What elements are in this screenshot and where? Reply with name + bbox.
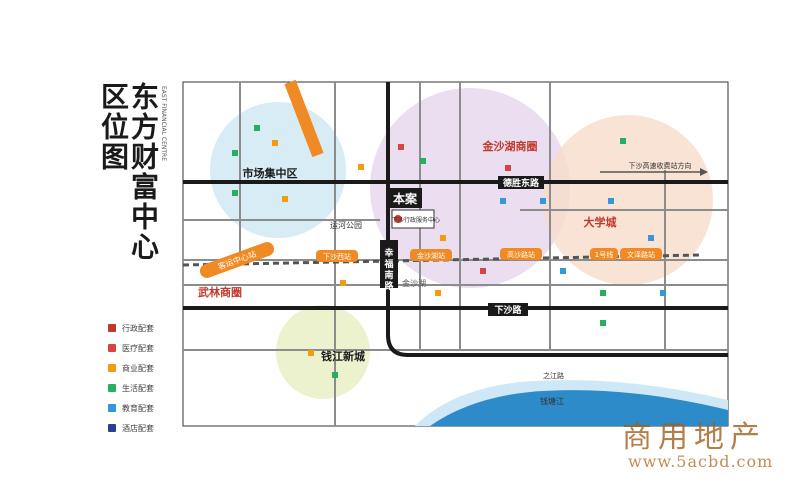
expressway-arrow bbox=[700, 168, 708, 176]
legend: 行政配套 医疗配套 商业配套 生活配套 教育配套 酒店配套 bbox=[108, 318, 154, 438]
legend-swatch bbox=[108, 344, 116, 352]
legend-label: 医疗配套 bbox=[122, 343, 154, 353]
station-line1: 1号线 bbox=[595, 250, 613, 259]
legend-item: 生活配套 bbox=[108, 378, 154, 398]
road-label-box-xinghe bbox=[380, 240, 398, 288]
project-pin-icon bbox=[394, 215, 402, 223]
station-gsl: 高沙路站 bbox=[507, 250, 535, 259]
poi-markers bbox=[232, 125, 666, 378]
legend-item: 酒店配套 bbox=[108, 418, 154, 438]
title-col-2: 东方财富中心 bbox=[127, 82, 160, 262]
district-jinsha: 金沙湖商圈 bbox=[482, 139, 538, 153]
road-xinghe-2: 福 bbox=[383, 258, 393, 270]
diagonal-road bbox=[284, 79, 324, 158]
project-label: 本案 bbox=[393, 191, 418, 206]
legend-label: 生活配套 bbox=[122, 383, 154, 393]
road-xiasha: 下沙路 bbox=[494, 304, 522, 316]
station-pill-xsx bbox=[316, 250, 358, 262]
title-english: EAST FINANCIAL CENTRE bbox=[160, 86, 167, 161]
legend-label: 教育配套 bbox=[122, 403, 154, 413]
road-zhijiang: 之江路 bbox=[543, 371, 564, 380]
major-roads bbox=[183, 82, 728, 357]
station-pill-wzl bbox=[620, 248, 662, 260]
title-col-1: 区位图 bbox=[97, 82, 130, 172]
road-expressway: 下沙高速收费站方向 bbox=[629, 161, 692, 170]
university-zone bbox=[543, 115, 713, 285]
road-xinghe-3: 南 bbox=[384, 269, 393, 281]
district-university: 大学城 bbox=[584, 215, 617, 229]
district-market: 市场集中区 bbox=[243, 166, 298, 180]
station-wzl: 文泽路站 bbox=[627, 250, 655, 259]
road-xinghe-4: 路 bbox=[384, 280, 394, 292]
legend-item: 行政配套 bbox=[108, 318, 154, 338]
legend-swatch bbox=[108, 324, 116, 332]
station-pill-kyzx bbox=[199, 242, 275, 278]
road-desheng: 德胜东路 bbox=[503, 177, 540, 189]
legend-label: 行政配套 bbox=[122, 323, 154, 333]
legend-swatch bbox=[108, 424, 116, 432]
legend-swatch bbox=[108, 404, 116, 412]
legend-swatch bbox=[108, 364, 116, 372]
project-pin-label: 下沙行政服务中心 bbox=[392, 216, 440, 224]
legend-swatch bbox=[108, 384, 116, 392]
watermark-cn: 商用地产 bbox=[622, 420, 766, 455]
road-yunhe-park: 运河公园 bbox=[330, 220, 362, 230]
legend-item: 教育配套 bbox=[108, 398, 154, 418]
district-wulin: 武林商圈 bbox=[198, 285, 242, 299]
legend-item: 医疗配套 bbox=[108, 338, 154, 358]
watermark-url: www.5acbd.com bbox=[628, 452, 774, 471]
legend-item: 商业配套 bbox=[108, 358, 154, 378]
station-jsh: 金沙湖站 bbox=[417, 251, 445, 260]
station-xsx: 下沙西站 bbox=[323, 252, 351, 261]
qianjiang-zone bbox=[276, 305, 370, 399]
river-inner bbox=[430, 390, 728, 426]
road-xinghe-1: 幸 bbox=[384, 247, 393, 259]
legend-label: 酒店配套 bbox=[122, 423, 154, 433]
legend-label: 商业配套 bbox=[122, 363, 154, 373]
project-box bbox=[388, 188, 422, 208]
district-qianjiang: 钱江新城 bbox=[321, 349, 365, 363]
station-pill-jsh bbox=[410, 249, 452, 261]
road-qiantang: 钱塘江 bbox=[540, 396, 564, 406]
station-pill-line1 bbox=[590, 248, 618, 260]
station-pill-gsl bbox=[500, 248, 542, 260]
metro-stations bbox=[199, 242, 662, 278]
road-jinsha-lake: 金沙湖 bbox=[402, 278, 426, 288]
road-label-box-desheng bbox=[498, 176, 544, 189]
project-pin-box bbox=[391, 209, 435, 229]
road-label-box-xiasha bbox=[488, 303, 528, 316]
